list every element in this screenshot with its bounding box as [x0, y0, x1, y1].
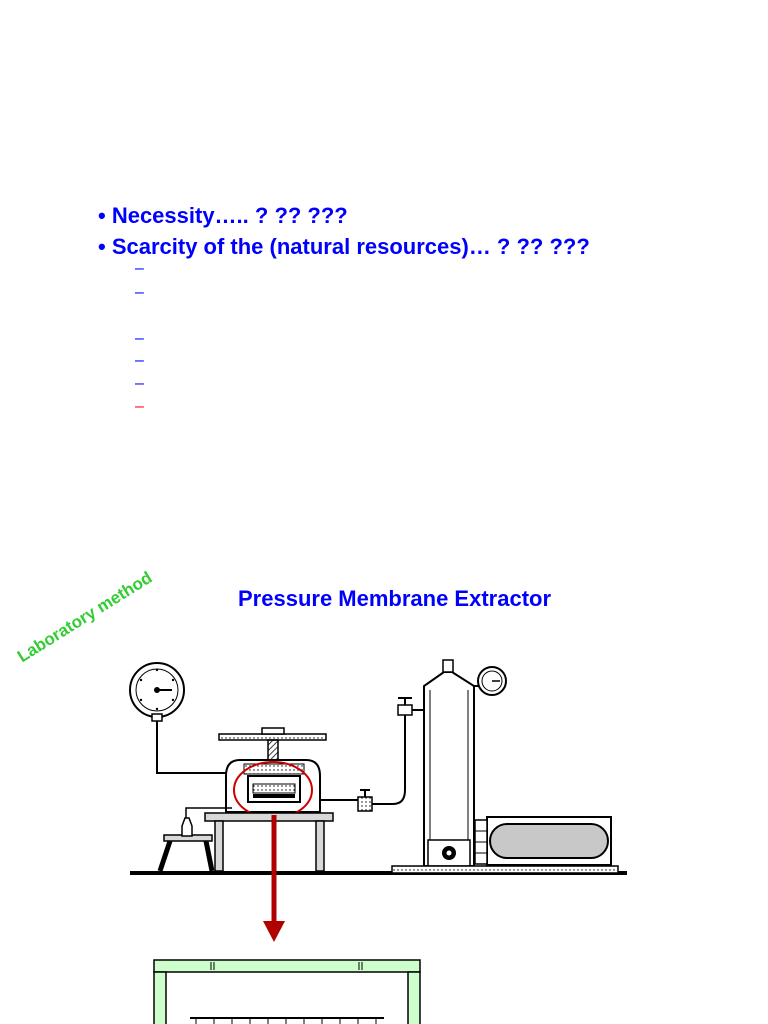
pressure-gauge-icon [474, 666, 507, 696]
sub-bullet-1: – [135, 260, 144, 277]
base-platform [391, 865, 619, 874]
top-handle-plate [218, 733, 327, 741]
collection-bottle [181, 817, 193, 837]
chamber-detail-frame [153, 959, 421, 1024]
sub-bullet-5: – [135, 375, 144, 392]
table-top [204, 812, 334, 822]
arrow-head [263, 921, 285, 942]
valve-icon [357, 789, 373, 812]
sub-bullet-4: – [135, 352, 144, 369]
bullet-scarcity: • Scarcity of the (natural resources)… ?… [98, 234, 590, 259]
sub-bullet-6: – [135, 398, 144, 415]
bullet-list: • Necessity….. ? ?? ??? • Scarcity of th… [98, 200, 590, 262]
bullet-necessity: • Necessity….. ? ?? ??? [98, 203, 348, 228]
gas-cylinder [489, 823, 609, 859]
pressure-screw [267, 739, 279, 763]
sub-bullet-3: – [135, 330, 144, 347]
diagram-title: Pressure Membrane Extractor [238, 586, 552, 611]
pressure-membrane-extractor-diagram [129, 659, 627, 1024]
pressure-gauge-icon [129, 662, 185, 722]
compressor-tank [423, 671, 475, 867]
sub-bullet-2: – [135, 284, 144, 301]
